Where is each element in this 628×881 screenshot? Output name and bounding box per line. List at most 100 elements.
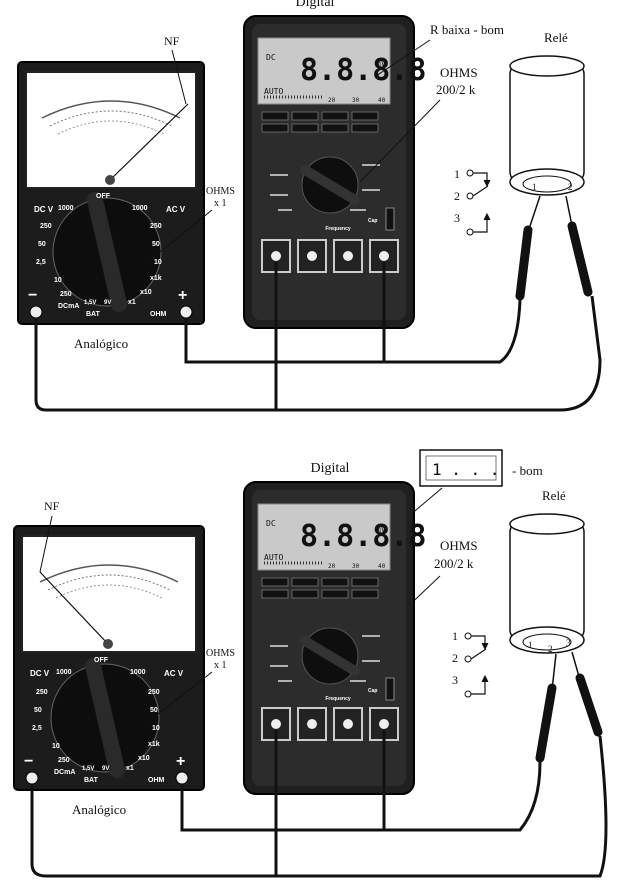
bottom-lcd-dc: DC (266, 519, 276, 528)
bottom-analog-multimeter: DC V AC V OFF 1000 250 50 2,5 1000 250 5… (13, 525, 205, 791)
bottom-ohms-label: OHMS (440, 538, 478, 553)
bottom-analog-bat: BAT (84, 777, 99, 784)
bottom-cap-label: Cap (368, 688, 377, 694)
bottom-analog-ohm: OHM (148, 777, 165, 784)
bottom-panel: Digital 1 . . . - bom OHMS 200/2 k DC 8.… (13, 449, 608, 878)
top-lcd-mv: mV (376, 59, 386, 68)
bottom-probes (535, 651, 603, 763)
top-analog-lr3: x1 (128, 299, 136, 306)
top-lcd-scale-2: 30 (352, 97, 360, 104)
bottom-analog-label: Analógico (72, 802, 126, 817)
bottom-analog-ll1: 10 (52, 743, 60, 750)
bottom-lcd-scale-2: 30 (352, 563, 360, 570)
top-analog-ll2: 250 (60, 291, 72, 298)
top-analog-l3: 50 (38, 241, 46, 248)
top-lcd-reading: 8.8.8.8 (300, 53, 426, 88)
bottom-analog-ohms-x: x 1 (214, 660, 227, 671)
top-analog-ohm: OHM (150, 311, 167, 318)
bottom-analog-ohms-label: OHMS (206, 648, 235, 659)
bottom-relay-pin-3: 3 (566, 638, 571, 648)
top-analog-l4: 2,5 (36, 259, 46, 266)
top-ohms-label: OHMS (440, 65, 478, 80)
bottom-contact-symbol: 1 2 3 (452, 629, 489, 698)
bottom-digital-label: Digital (311, 461, 350, 476)
top-frequency-label: Frequency (325, 226, 351, 232)
bottom-lcd-reading: 8.8.8.8 (300, 519, 426, 554)
bottom-lcd-scale-1: 20 (328, 563, 336, 570)
top-annotation-r-baixa: R baixa - bom (430, 22, 504, 37)
top-analog-lr1: x1k (150, 275, 162, 282)
top-wires (34, 262, 602, 412)
bottom-analog-bat2: 9V (102, 766, 109, 772)
top-analog-ohms-label: OHMS (206, 186, 235, 197)
top-analog-dcv: DC V (34, 205, 54, 214)
bottom-analog-l1: 1000 (56, 669, 72, 676)
top-analog-lr2: x10 (140, 289, 152, 296)
bottom-analog-ll2: 250 (58, 757, 70, 764)
top-ohms-range: 200/2 k (436, 82, 476, 97)
bottom-frequency-label: Frequency (325, 696, 351, 702)
bottom-analog-l3: 50 (34, 707, 42, 714)
top-panel: Digital DC 8.8.8.8 mV AUTO 20 30 40 (17, 0, 602, 412)
top-contact-symbol: 1 2 3 (454, 167, 491, 236)
top-digital-jacks (261, 239, 399, 273)
top-analog-label: Analógico (74, 336, 128, 351)
top-lcd: DC 8.8.8.8 mV AUTO 20 30 40 (257, 37, 426, 105)
bottom-analog-lr1: x1k (148, 741, 160, 748)
top-lcd-dc: DC (266, 53, 276, 62)
bottom-lcd-scale-3: 40 (378, 563, 386, 570)
bottom-relay: 1 2 3 (509, 513, 585, 654)
bottom-display-reading: 1 . . . (432, 460, 499, 479)
bottom-contact-3: 3 (452, 673, 458, 687)
bottom-digital-multimeter: DC 8.8.8.8 mV AUTO 20 30 40 Frequency Ca… (243, 481, 426, 795)
top-analog-plus: + (178, 287, 187, 304)
top-analog-l1: 1000 (58, 205, 74, 212)
top-analog-off: OFF (96, 193, 111, 200)
top-digital-dial: Frequency Cap (270, 156, 395, 232)
top-analog-dcma: DCmA (58, 303, 79, 310)
top-analog-r4: 10 (154, 259, 162, 266)
bottom-analog-off: OFF (94, 657, 109, 664)
top-relay-pin-1: 1 (532, 182, 537, 192)
top-analog-ll1: 10 (54, 277, 62, 284)
bottom-contact-1: 1 (452, 629, 458, 643)
top-digital-label: Digital (296, 0, 335, 10)
top-lcd-scale-3: 40 (378, 97, 386, 104)
top-relay: 1 2 (509, 55, 585, 196)
bottom-relay-pin-1: 1 (528, 640, 533, 650)
top-analog-r2: 250 (150, 223, 162, 230)
top-cap-label: Cap (368, 218, 377, 224)
top-analog-multimeter: DC V AC V OFF 1000 250 50 2,5 1000 250 5… (17, 61, 205, 325)
bottom-display-suffix: - bom (512, 463, 543, 478)
top-digital-multimeter: DC 8.8.8.8 mV AUTO 20 30 40 Frequency Ca (243, 15, 426, 329)
top-analog-bat1: 1,5V (84, 300, 96, 306)
top-lcd-scale-1: 20 (328, 97, 336, 104)
top-contact-2: 2 (454, 189, 460, 203)
bottom-analog-l2: 250 (36, 689, 48, 696)
bottom-analog-lr2: x10 (138, 755, 150, 762)
top-analog-acv: AC V (166, 205, 186, 214)
top-analog-l2: 250 (40, 223, 52, 230)
bottom-relay-pin-2: 2 (548, 644, 553, 654)
bottom-analog-minus: − (24, 753, 33, 770)
bottom-ohms-range: 200/2 k (434, 556, 474, 571)
bottom-analog-r1: 1000 (130, 669, 146, 676)
top-analog-bat2: 9V (104, 300, 111, 306)
bottom-lcd-auto: AUTO (264, 553, 283, 562)
bottom-nf-label: NF (44, 499, 60, 513)
top-analog-minus: − (28, 287, 37, 304)
top-contact-3: 3 (454, 211, 460, 225)
top-rele-label: Relé (544, 30, 568, 45)
top-analog-r1: 1000 (132, 205, 148, 212)
bottom-analog-r2: 250 (148, 689, 160, 696)
top-analog-r3: 50 (152, 241, 160, 248)
bottom-lcd-mv: mV (376, 525, 386, 534)
bottom-analog-l4: 2,5 (32, 725, 42, 732)
bottom-analog-bat1: 1,5V (82, 766, 94, 772)
top-nf-label: NF (164, 34, 180, 48)
bottom-buttons (261, 577, 379, 599)
bottom-digital-dial: Frequency Cap (270, 627, 395, 702)
top-buttons (261, 111, 379, 133)
bottom-wires (30, 730, 608, 878)
